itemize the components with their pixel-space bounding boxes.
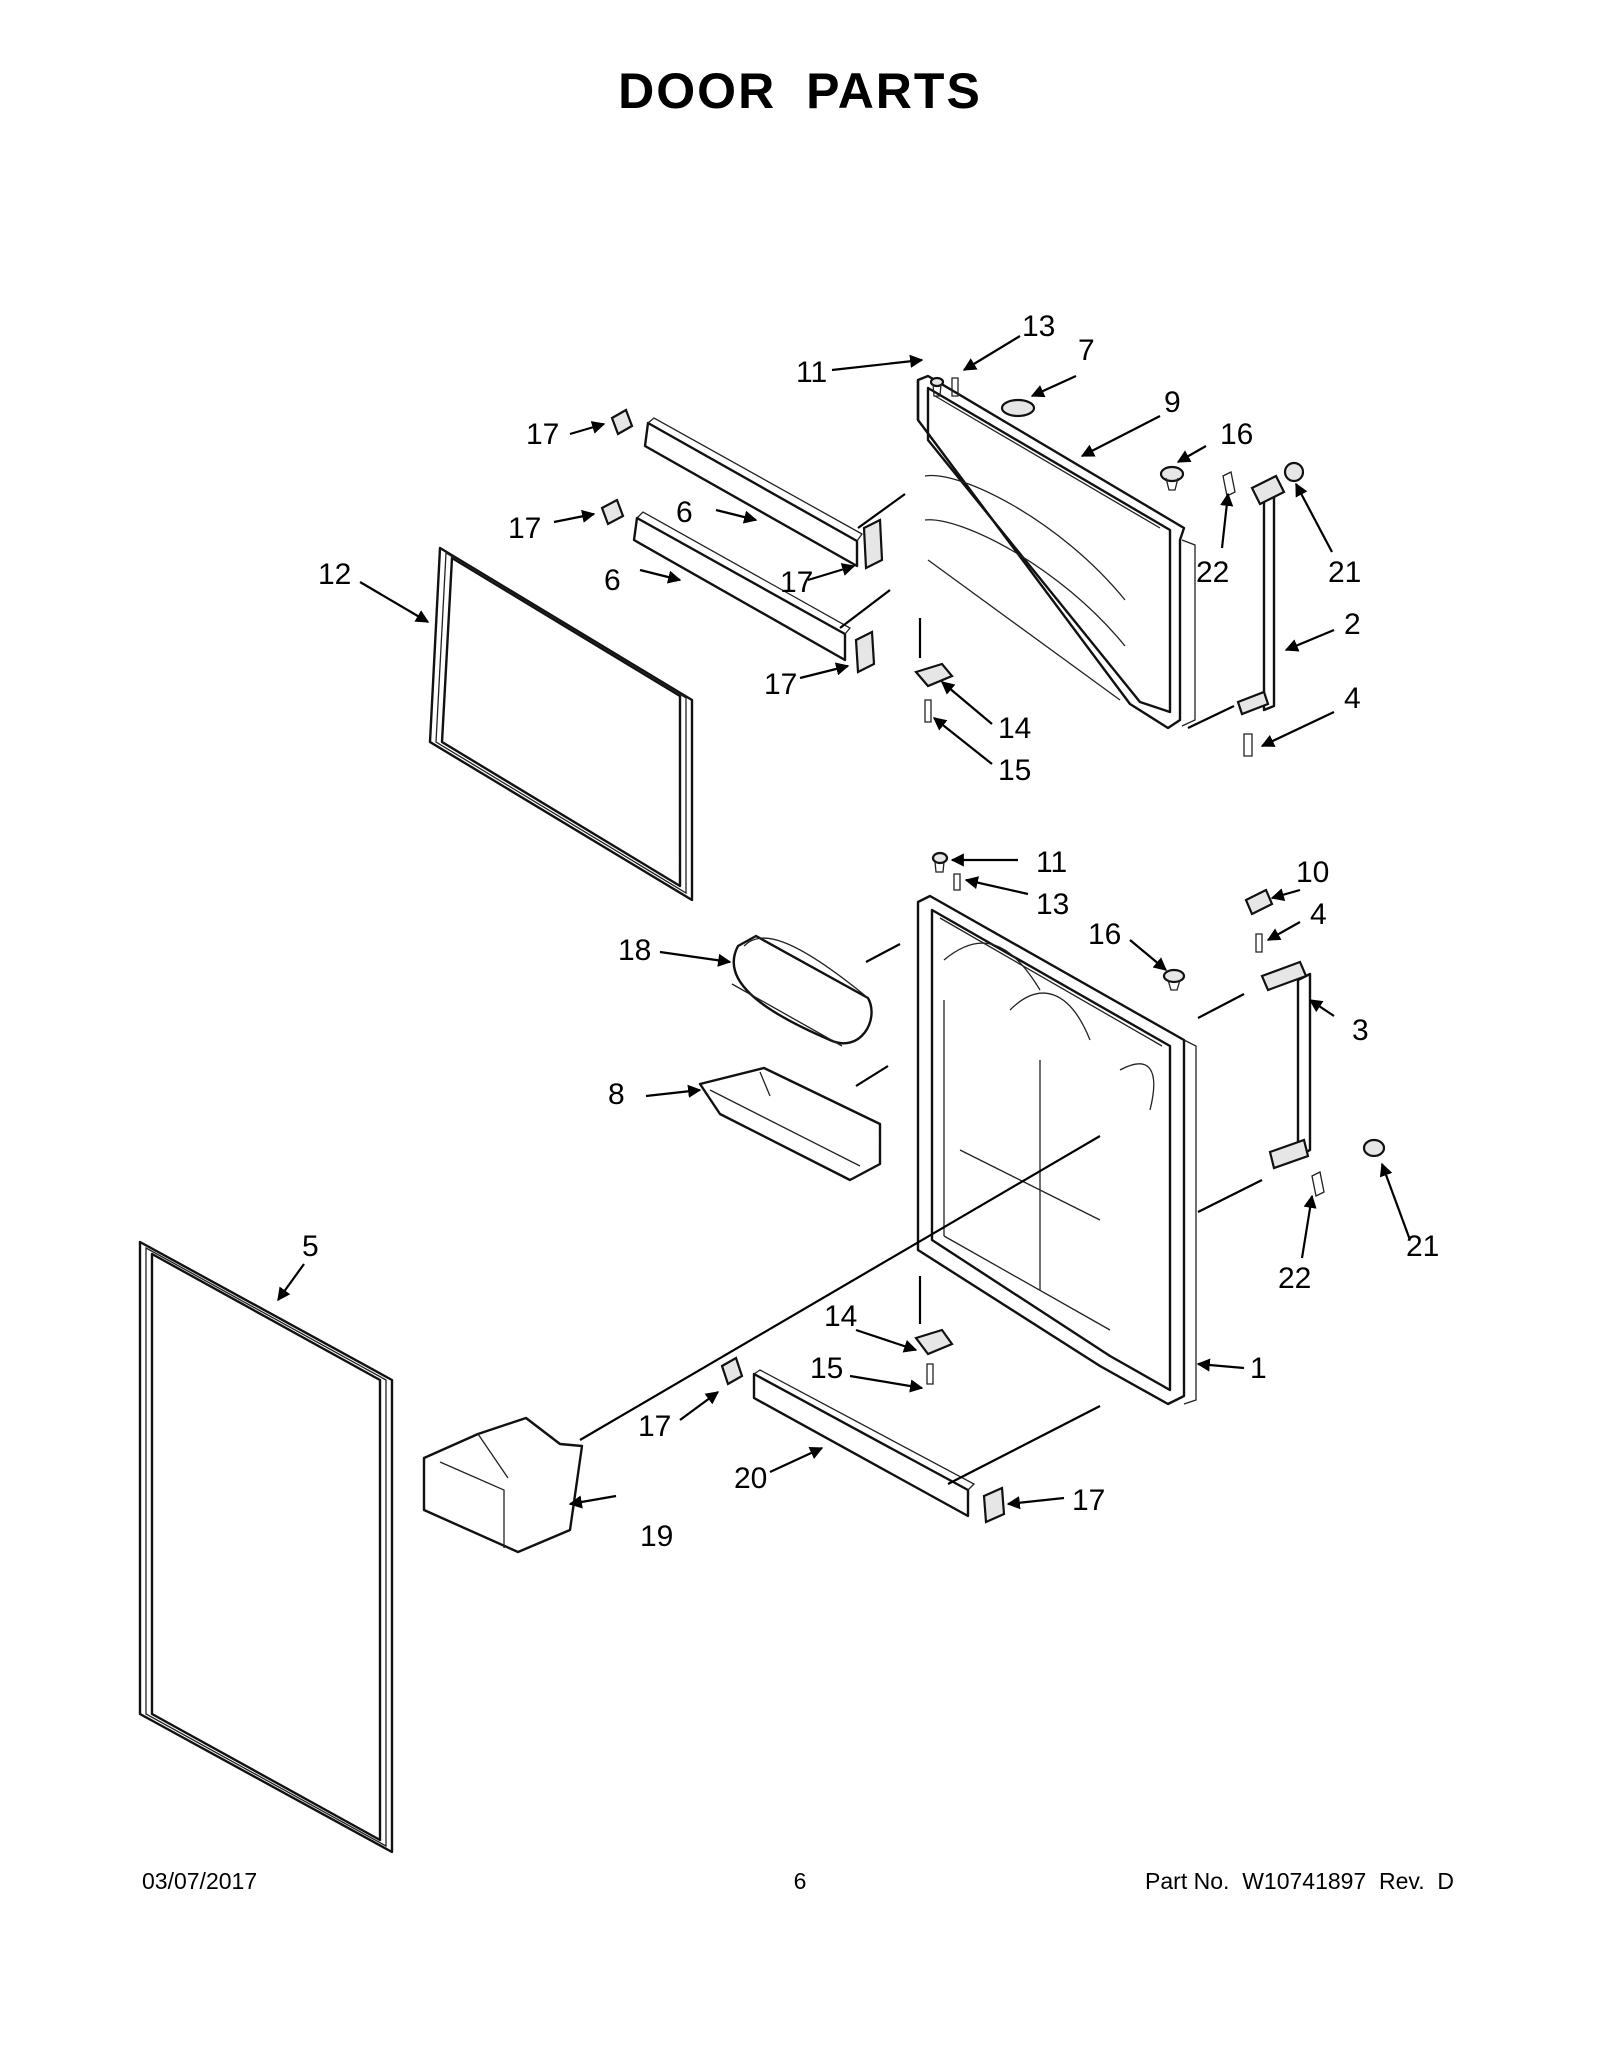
dairy-compartment	[731, 934, 873, 1047]
callout-21: 21	[1406, 1230, 1439, 1263]
footer-page-number: 6	[793, 1868, 807, 1894]
refrigerator-door-handle	[1260, 960, 1312, 1170]
freezer-door-handle	[1236, 474, 1286, 716]
callout-13: 13	[1036, 888, 1069, 921]
handle-screw	[1222, 471, 1236, 497]
handle-screw	[1243, 733, 1253, 757]
callout-6: 6	[676, 496, 693, 529]
handle-screw	[1255, 933, 1263, 953]
hinge-pin-plug	[931, 851, 949, 873]
door-bin	[698, 1066, 882, 1182]
handle-end-cap	[1283, 461, 1305, 483]
refrigerator-door-gasket	[138, 1240, 394, 1854]
end-cap	[982, 1486, 1006, 1524]
freezer-door-bin-lower	[632, 511, 852, 662]
callout-19: 19	[640, 1520, 673, 1553]
callout-15: 15	[998, 754, 1031, 787]
callout-13: 13	[1022, 310, 1055, 343]
hinge	[914, 1328, 954, 1356]
hinge-screw	[926, 1363, 934, 1385]
door-shelf-bar	[752, 1369, 976, 1518]
callout-labels: 11 13 7 9 16 22 21 2 4 17 17 6 6 17 17 1…	[302, 310, 1439, 1553]
callout-4: 4	[1344, 682, 1361, 715]
callout-16: 16	[1220, 418, 1253, 451]
callout-11: 11	[1036, 846, 1067, 879]
assembly-lines	[579, 493, 1263, 1485]
callout-11: 11	[796, 356, 827, 389]
screw	[951, 377, 959, 397]
handle-end-cap	[1362, 1138, 1386, 1158]
freezer-door	[916, 374, 1196, 730]
callout-17: 17	[780, 566, 813, 599]
door-bin-gallon	[422, 1416, 584, 1554]
callout-17: 17	[638, 1410, 671, 1443]
callout-17: 17	[1072, 1484, 1105, 1517]
callout-1: 1	[1250, 1352, 1267, 1385]
callout-17: 17	[508, 512, 541, 545]
callout-15: 15	[810, 1352, 843, 1385]
callout-17: 17	[764, 668, 797, 701]
refrigerator-door	[916, 894, 1197, 1406]
callout-22: 22	[1196, 556, 1229, 589]
callout-18: 18	[618, 934, 651, 967]
hole-plug	[1162, 968, 1186, 991]
callout-22: 22	[1278, 1262, 1311, 1295]
callout-14: 14	[998, 712, 1031, 745]
callout-leaders	[277, 335, 1412, 1510]
footer-date: 03/07/2017	[142, 1868, 258, 1894]
callout-2: 2	[1344, 608, 1361, 641]
handle-mounting-stud	[1244, 888, 1274, 916]
hinge-pin-plug	[929, 376, 945, 397]
callout-16: 16	[1088, 918, 1121, 951]
end-cap	[862, 518, 884, 570]
page-title: DOOR PARTS	[618, 63, 982, 119]
callout-10: 10	[1296, 856, 1329, 889]
end-cap	[854, 630, 876, 674]
hinge	[914, 662, 954, 688]
screw	[953, 873, 961, 891]
callout-12: 12	[318, 558, 351, 591]
footer-part-number: Part No. W10741897 Rev. D	[1145, 1868, 1454, 1894]
callout-5: 5	[302, 1230, 319, 1263]
callout-7: 7	[1078, 334, 1095, 367]
hinge-screw	[924, 699, 932, 723]
callout-14: 14	[824, 1300, 857, 1333]
handle-screw	[1311, 1171, 1325, 1197]
callout-3: 3	[1352, 1014, 1369, 1047]
callout-21: 21	[1328, 556, 1361, 589]
callout-9: 9	[1164, 386, 1181, 419]
freezer-door-gasket	[428, 546, 694, 902]
callout-20: 20	[734, 1462, 767, 1495]
end-cap	[600, 498, 625, 526]
hole-plug	[1159, 465, 1185, 491]
freezer-door-bin-upper	[643, 417, 863, 568]
door-stop	[1000, 398, 1036, 418]
callout-8: 8	[608, 1078, 625, 1111]
callout-6: 6	[604, 564, 621, 597]
callout-4: 4	[1310, 898, 1327, 931]
callout-17: 17	[526, 418, 559, 451]
end-cap	[720, 1356, 744, 1386]
end-cap	[610, 408, 634, 436]
